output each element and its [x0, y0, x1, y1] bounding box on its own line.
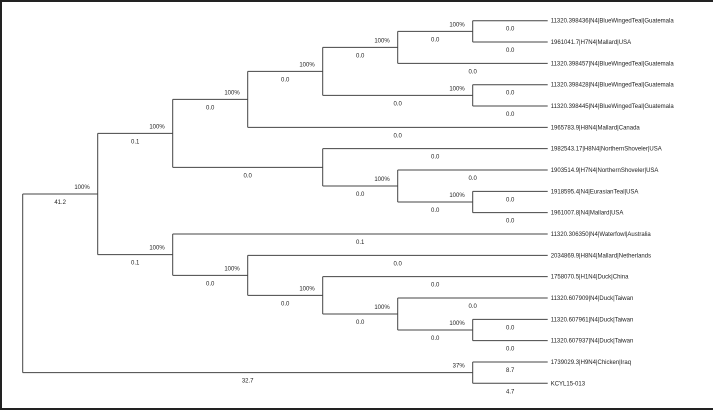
taxon-label: 1982543.17|H8N4|NorthernShoveler|USA: [551, 147, 662, 153]
branch-length-label: 0.0: [431, 208, 440, 214]
branch-length-label: 0.0: [244, 173, 253, 179]
branch-length-label: 0.0: [356, 192, 365, 198]
branch-length-label: 32.7: [242, 379, 254, 385]
branch-length-label: 0.0: [356, 320, 365, 326]
branch-length-label: 8.7: [506, 368, 515, 374]
branch-length-label: 0.0: [281, 301, 290, 307]
taxon-label: 1965783.9|H8N4|Mallard|Canada: [551, 125, 641, 131]
taxon-label: 11320.398428|N4|BlueWingedTeal|Guatemala: [551, 83, 675, 89]
branch-length-label: 0.0: [431, 37, 440, 43]
taxon-label: 1961041.7|H7N4|Mallard|USA: [551, 40, 631, 46]
branch-length-label: 0.1: [131, 261, 140, 267]
taxon-label: 11320.398457|N4|BlueWingedTeal|Guatemala: [551, 61, 675, 67]
bootstrap-label: 100%: [374, 305, 390, 311]
taxon-label: 11320.398436|N4|BlueWingedTeal|Guatemala: [551, 19, 675, 25]
branch-length-label: 0.0: [469, 176, 478, 182]
taxon-label: 11320.306350|N4|Waterfowl|Australia: [551, 232, 652, 238]
taxon-label: 11320.607937|N4|Duck|Taiwan: [551, 339, 634, 345]
branch-length-label: 0.0: [506, 91, 515, 97]
taxon-label: 11320.607961|N4|Duck|Taiwan: [551, 317, 634, 323]
branch-length-label: 0.0: [506, 48, 515, 54]
branch-length-label: 0.0: [206, 105, 215, 111]
branch-length-label: 0.0: [506, 27, 515, 33]
bootstrap-label: 100%: [374, 38, 390, 44]
branch-length-label: 0.1: [131, 139, 140, 145]
bootstrap-label: 100%: [449, 22, 465, 28]
bootstrap-label: 100%: [74, 185, 90, 191]
taxon-label: 2034869.9|H8N4|Mallard|Netherlands: [551, 253, 651, 259]
branch-length-label: 0.0: [356, 53, 365, 59]
branch-length-label: 4.7: [506, 389, 515, 395]
branch-length-label: 0.0: [431, 336, 440, 342]
branch-length-label: 0.0: [469, 69, 478, 75]
branch-length-label: 0.1: [356, 240, 365, 246]
branch-length-label: 0.0: [506, 112, 515, 118]
branch-length-label: 0.0: [469, 304, 478, 310]
bootstrap-label: 100%: [449, 86, 465, 92]
branch-length-label: 0.0: [394, 261, 403, 267]
branch-length-label: 0.0: [394, 133, 403, 139]
branch-length-label: 0.0: [281, 77, 290, 83]
branch-length-label: 0.0: [506, 325, 515, 331]
branch-length-label: 0.0: [431, 283, 440, 289]
branch-length-label: 41.2: [54, 200, 66, 206]
branch-length-label: 0.0: [506, 197, 515, 203]
taxon-label: 1903514.9|H7N4|NorthernShoveler|USA: [551, 168, 659, 174]
branch-length-label: 0.0: [506, 347, 515, 353]
taxon-label: 11320.398445|N4|BlueWingedTeal|Guatemala: [551, 104, 675, 110]
branch-length-label: 0.0: [394, 101, 403, 107]
bootstrap-label: 100%: [224, 90, 240, 96]
taxon-label: 1758070.5|H1N4|Duck|China: [551, 275, 629, 281]
bootstrap-label: 100%: [299, 286, 315, 292]
bootstrap-label: 100%: [449, 193, 465, 199]
branch-length-label: 0.0: [506, 219, 515, 225]
bootstrap-label: 100%: [299, 62, 315, 68]
bootstrap-label: 100%: [374, 177, 390, 183]
bootstrap-label: 100%: [149, 246, 165, 252]
taxon-label: 1739029.3|H9N4|Chicken|Iraq: [551, 360, 631, 366]
bootstrap-label: 100%: [449, 321, 465, 327]
bootstrap-label: 100%: [224, 266, 240, 272]
branch-length-label: 0.0: [206, 281, 215, 287]
taxon-label: 1918595.4|N4|EurasianTeal|USA: [551, 189, 639, 195]
taxon-label: 1961007.8|N4|Mallard|USA: [551, 211, 624, 217]
bootstrap-label: 100%: [149, 124, 165, 130]
branch-length-label: 0.0: [431, 155, 440, 161]
taxon-label: 11320.607909|N4|Duck|Taiwan: [551, 296, 634, 302]
taxon-label: KCYL15-013: [551, 381, 586, 387]
bootstrap-label: 37%: [453, 364, 466, 370]
